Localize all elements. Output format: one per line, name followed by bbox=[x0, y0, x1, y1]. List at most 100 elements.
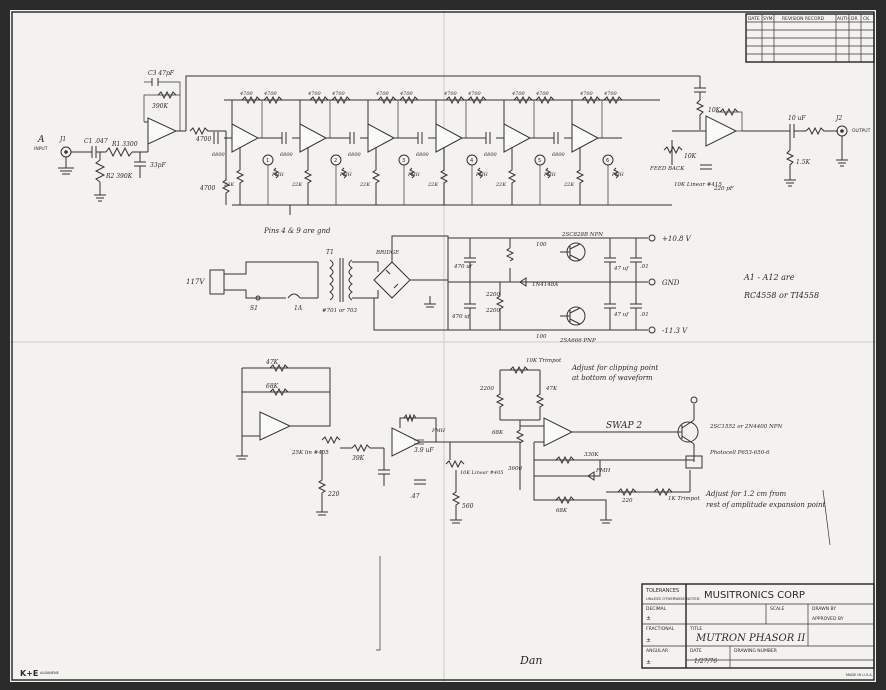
output-r2-label: 10K bbox=[684, 153, 697, 160]
stage-resistor-label: 4700 bbox=[307, 91, 322, 97]
scale-label: SCALE bbox=[770, 606, 785, 612]
signature: Dan bbox=[519, 654, 542, 667]
feedback-pot-label: 10K Linear #415 bbox=[674, 182, 722, 188]
input-jack-label: J1 bbox=[58, 136, 66, 143]
trimpot-bottom-note-1: Adjust for 1.2 cm from bbox=[705, 490, 787, 498]
stage-bias-label: 22K bbox=[291, 182, 302, 188]
stage-bias-label: 22K bbox=[495, 182, 506, 188]
stage-capacitor bbox=[281, 132, 300, 144]
stage-fet-label: FMH bbox=[271, 172, 284, 178]
trimpot-bottom-label: 1K Trimpot bbox=[668, 496, 700, 502]
stage-resistor bbox=[581, 95, 601, 105]
revision-header-auth: AUTH. bbox=[837, 16, 851, 22]
stage-capacitor-label: 6800 bbox=[416, 152, 430, 158]
lfo-opamp-2 bbox=[391, 427, 422, 457]
lfo-r-mid-label: 68K bbox=[266, 383, 279, 390]
trimpot-top-note-1: Adjust for clipping point bbox=[571, 364, 658, 372]
stage-capacitor-label: 6800 bbox=[552, 152, 566, 158]
power-switch bbox=[255, 295, 261, 301]
bridge-label: BRIDGE bbox=[375, 250, 399, 256]
tolerances-note: UNLESS OTHERWISE NOTED bbox=[646, 596, 700, 601]
stage-fet-number: 4 bbox=[470, 158, 473, 164]
sheet-border bbox=[11, 11, 875, 681]
stage-resistor bbox=[513, 95, 533, 105]
stage-capacitor bbox=[553, 132, 572, 144]
transformer-secondary bbox=[348, 259, 353, 301]
ground-symbol bbox=[58, 167, 74, 175]
trimpot-bottom-note-2: rest of amplitude expansion point bbox=[706, 501, 826, 509]
stage-fet-number: 3 bbox=[402, 158, 405, 164]
reg-r-top-label: 100 bbox=[536, 242, 547, 248]
cap-47-1-label: 47 uf bbox=[613, 266, 629, 272]
filter-cap-2 bbox=[464, 282, 476, 330]
feedback-r-label: 390K bbox=[152, 103, 168, 110]
stage-fet-label: FMH bbox=[543, 172, 556, 178]
input-cap2-label: 33pF bbox=[150, 162, 166, 169]
switch-label: S1 bbox=[250, 305, 258, 312]
driver-transistor-label: 2SC1552 or 2N4400 NPN bbox=[709, 424, 782, 430]
paper bbox=[10, 10, 876, 682]
zener-diode bbox=[519, 277, 527, 287]
feed-resistor-label: 4700 bbox=[195, 136, 211, 143]
cap-01-2-label: .01 bbox=[640, 312, 649, 318]
cap-01-1-label: .01 bbox=[640, 264, 649, 270]
stage-bias-label: 22K bbox=[359, 182, 370, 188]
stage-capacitor bbox=[485, 132, 504, 144]
ac-plug bbox=[209, 269, 225, 295]
trimpot-bottom bbox=[653, 487, 673, 497]
feed-resistor bbox=[189, 126, 209, 136]
fuse-label: 1A bbox=[294, 305, 303, 312]
output-cap-label: 10 uF bbox=[788, 115, 806, 122]
revision-header-record: REVISION RECORD bbox=[782, 16, 825, 22]
input-resistor-r2 bbox=[94, 159, 106, 183]
opamp-note-1: A1 - A12 are bbox=[743, 273, 795, 282]
fb-diode-label: FMH bbox=[595, 468, 610, 474]
lfo-pot-label: 25K lin #405 bbox=[291, 450, 329, 456]
stage-resistor bbox=[309, 95, 329, 105]
tolerances-label: TOLERANCES bbox=[645, 588, 679, 594]
stage-resistor bbox=[467, 95, 487, 105]
stage-resistor bbox=[241, 95, 261, 105]
drawing-date: 1/27/76 bbox=[694, 658, 717, 665]
stage-fet-number: 2 bbox=[334, 158, 337, 164]
reg-r-1-label: 2200 bbox=[485, 292, 500, 298]
output-section: 10K FEED BACK 10K Linear #415 10K 220 pF… bbox=[649, 76, 871, 192]
zener-label: 1N4148A bbox=[532, 282, 558, 288]
stage-capacitor-label: 6800 bbox=[484, 152, 498, 158]
fb-r3-label: 68K bbox=[556, 508, 568, 514]
input-cap-label: C1 .047 bbox=[84, 138, 108, 145]
stage-resistor bbox=[331, 95, 351, 105]
stage-capacitor-label: 6800 bbox=[212, 152, 226, 158]
speed-pot bbox=[445, 459, 465, 469]
input-jack-pin bbox=[64, 150, 68, 154]
angular-label: ANGULAR bbox=[646, 648, 668, 654]
decimal-pm: ± bbox=[646, 615, 651, 622]
stage-resistor bbox=[377, 95, 397, 105]
trim-r2-label: 47K bbox=[545, 386, 558, 392]
fb-r4-label: 220 bbox=[621, 498, 633, 504]
trimpot-top bbox=[509, 365, 529, 375]
output-r-label: 10K bbox=[708, 107, 721, 114]
trim-r-label: 2200 bbox=[479, 386, 494, 392]
stage-resistor bbox=[603, 95, 623, 105]
buf-r2-label: 3600 bbox=[508, 466, 522, 472]
stage-bias-label: 22K bbox=[223, 182, 234, 188]
transistor-q1-label: 2SC828B NPN bbox=[561, 232, 603, 238]
feedback-pot bbox=[663, 145, 683, 155]
fractional-label: FRACTIONAL bbox=[646, 626, 675, 632]
date-label: DATE bbox=[690, 648, 702, 654]
maker-note: ALBANENE bbox=[40, 671, 59, 675]
transformer-note: #701 or 703 bbox=[322, 308, 358, 314]
trimpot-top-label: 10K Trimpot bbox=[526, 358, 562, 364]
reg-r-bottom-label: 100 bbox=[536, 334, 547, 340]
stage-resistor-label: 4700 bbox=[239, 91, 254, 97]
opamp-note-2: RC4558 or TI4558 bbox=[743, 291, 819, 300]
input-letter: A bbox=[37, 135, 45, 145]
lfo-r-top-label: 47K bbox=[265, 359, 279, 366]
input-r2-label: R2 390K bbox=[105, 173, 133, 180]
approved-by-label: APPROVED BY bbox=[812, 616, 844, 622]
drawn-by-label: DRAWN BY bbox=[812, 606, 836, 612]
